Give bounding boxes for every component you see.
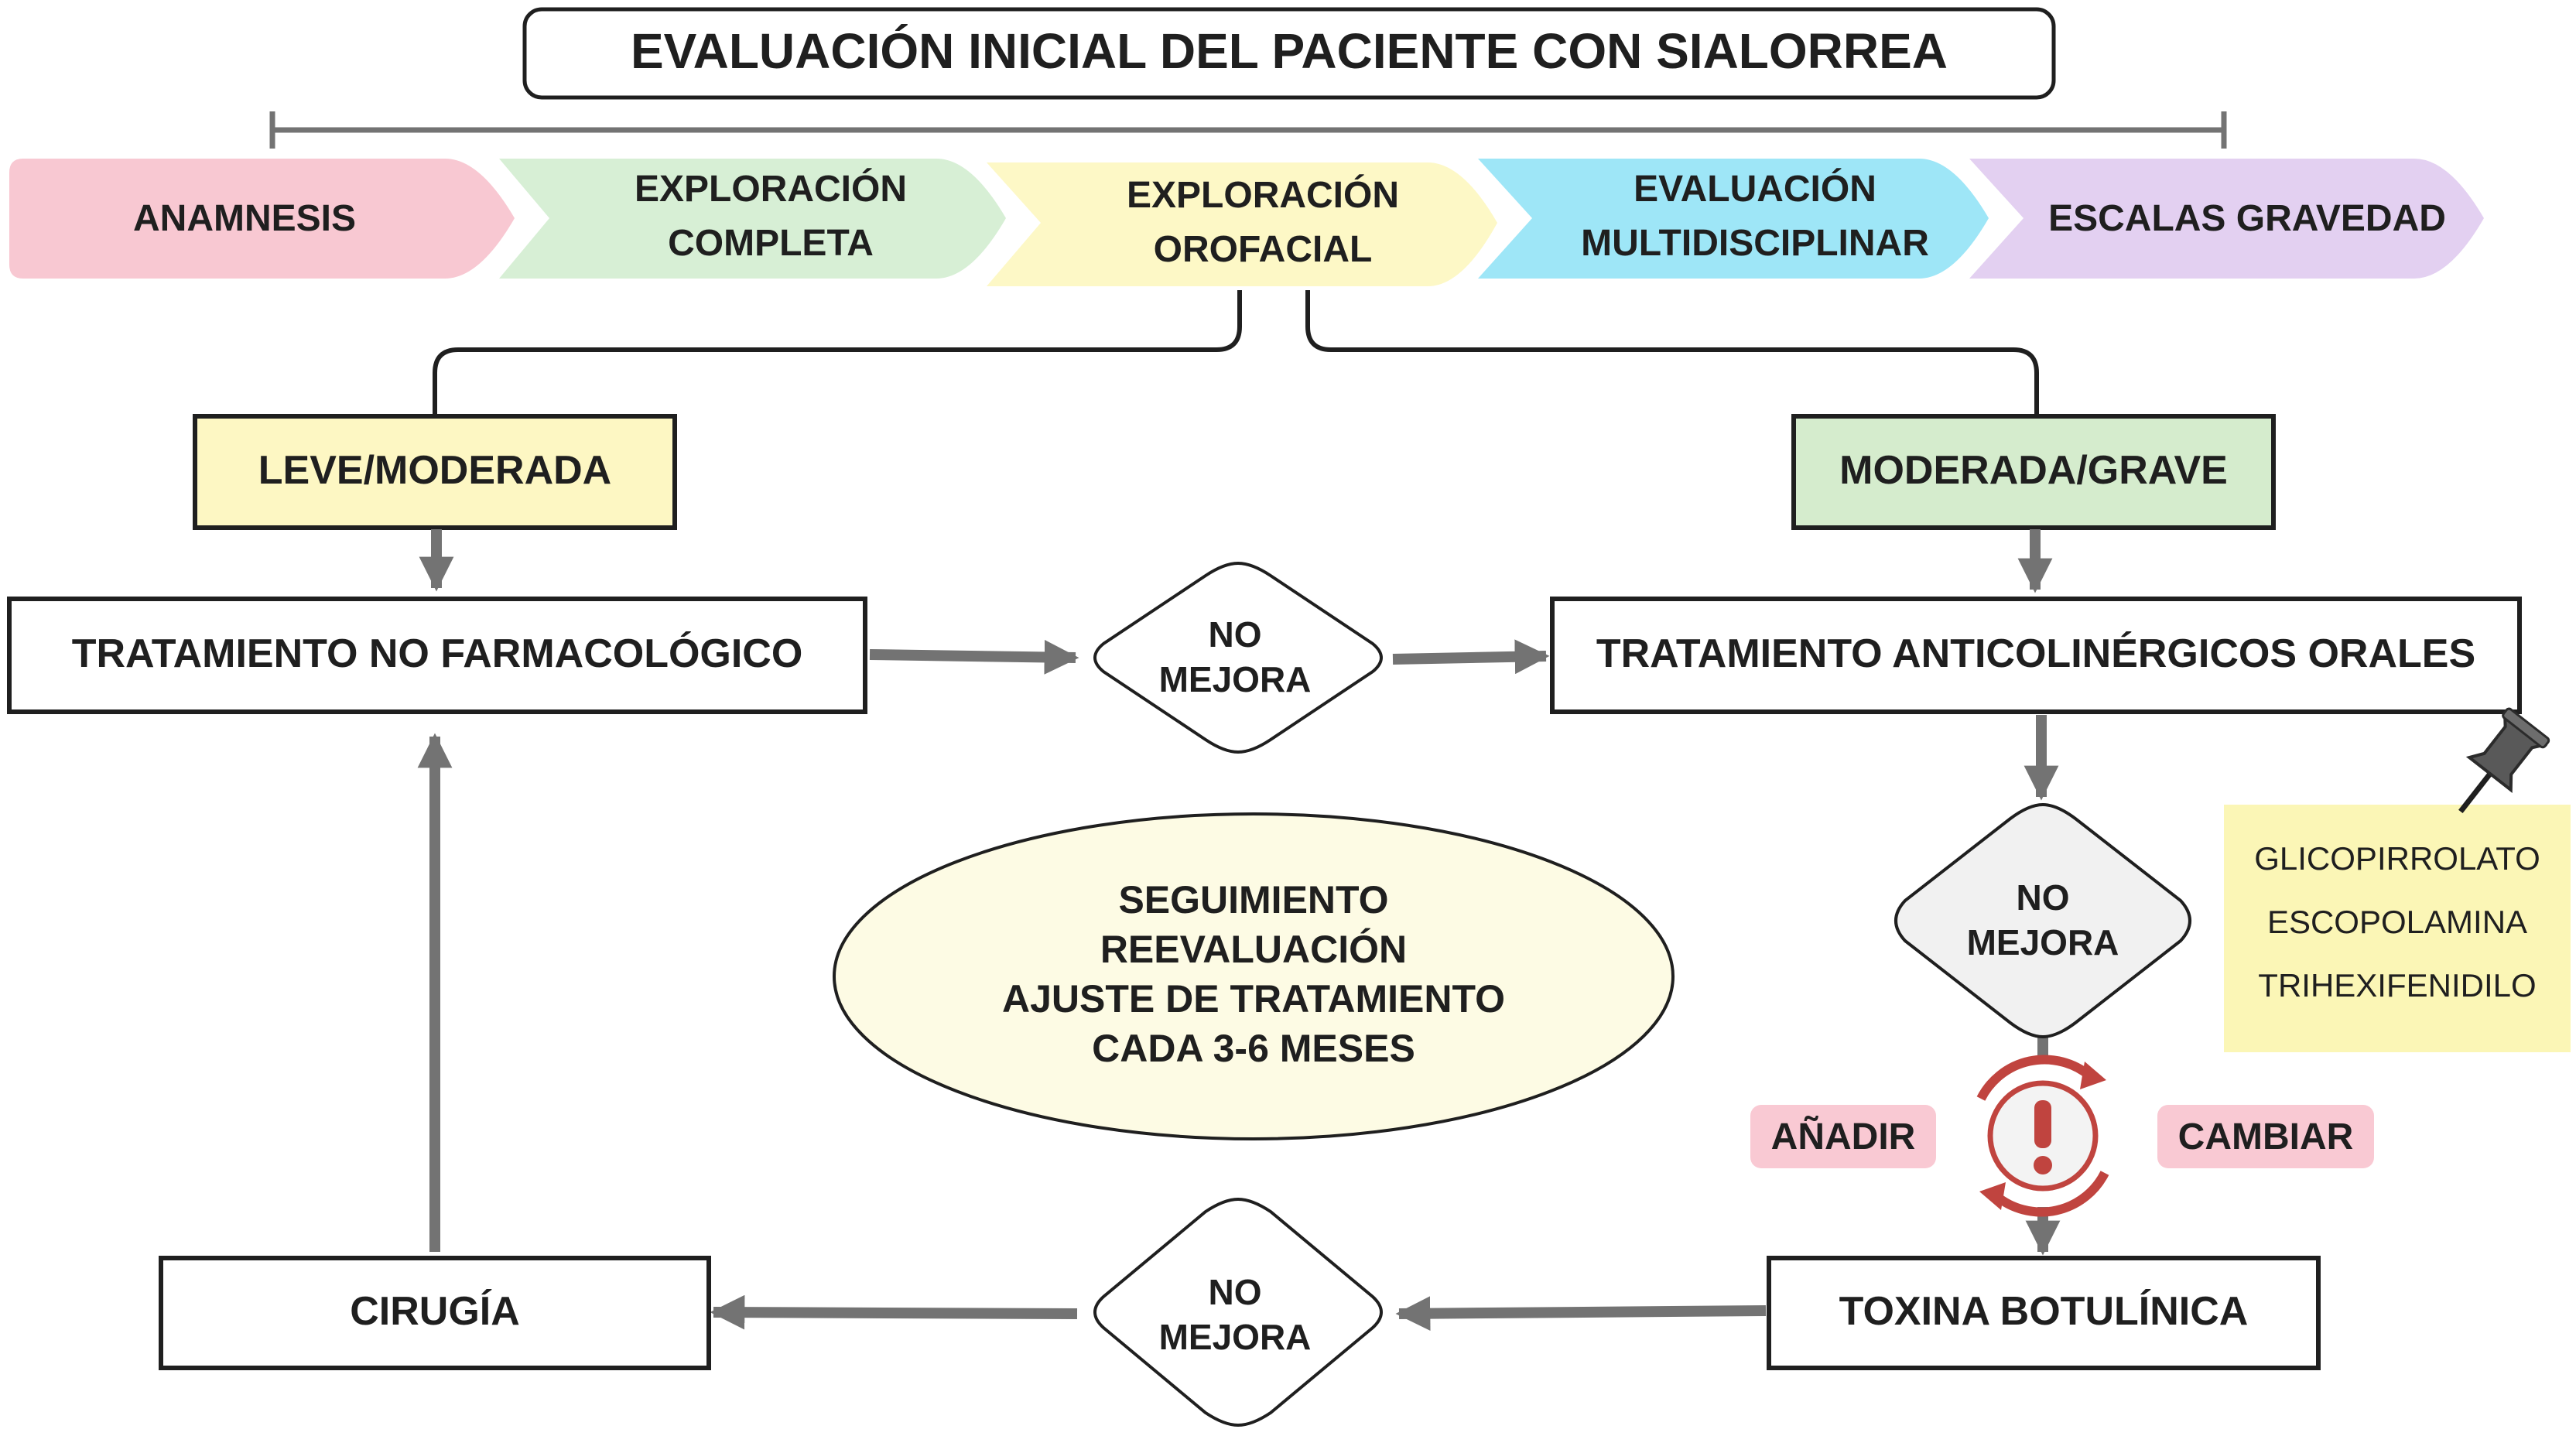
arrow-nonpharm-to-decision [869, 639, 1079, 675]
change-label: CAMBIAR [2178, 1116, 2354, 1157]
decision-label: NO [2017, 877, 2070, 918]
title-box: EVALUACIÓN INICIAL DEL PACIENTE CON SIAL… [522, 7, 2056, 100]
decision-label: NO [1209, 614, 1262, 655]
arrow-decision-to-anticholinergic [1392, 639, 1550, 675]
arrow-botox-to-decision [1395, 1296, 1767, 1332]
diagram-title: EVALUACIÓN INICIAL DEL PACIENTE CON SIAL… [631, 23, 1948, 79]
warning-cycle-icon [1976, 1055, 2109, 1217]
step-label: MULTIDISCIPLINAR [1581, 223, 1929, 264]
step-escalas-gravedad: ESCALAS GRAVEDAD [1969, 159, 2484, 279]
followup-line: AJUSTE DE TRATAMIENTO [1002, 977, 1505, 1021]
step-shape-anamnesis [9, 159, 515, 279]
nonpharm-label: TRATAMIENTO NO FARMACOLÓGICO [72, 631, 803, 676]
surgery-label: CIRUGÍA [350, 1289, 520, 1334]
drug-item: ESCOPOLAMINA [2267, 904, 2527, 940]
step-label: OROFACIAL [1154, 229, 1373, 270]
surgery-box: CIRUGÍA [159, 1256, 711, 1370]
branch-connector-left [433, 290, 1242, 415]
botox-box: TOXINA BOTULÍNICA [1767, 1256, 2321, 1370]
step-label: EXPLORACIÓN [635, 167, 907, 210]
step-shape-exploracion-orofacial [987, 162, 1497, 286]
step-label: EXPLORACIÓN [1127, 173, 1399, 216]
step-label: ANAMNESIS [133, 198, 356, 239]
pushpin-icon [2458, 707, 2550, 814]
severity-mild-label: LEVE/MODERADA [258, 448, 611, 493]
step-label: ESCALAS GRAVEDAD [2048, 198, 2446, 239]
severity-mild-box: LEVE/MODERADA [193, 414, 677, 530]
drug-item: GLICOPIRROLATO [2254, 840, 2540, 877]
change-pill: CAMBIAR [2157, 1105, 2374, 1168]
drug-item: TRIHEXIFENIDILO [2258, 967, 2536, 1003]
followup-line: SEGUIMIENTO [1118, 878, 1388, 921]
title-bracket [269, 111, 2227, 149]
decision-label: MEJORA [1159, 659, 1312, 699]
step-shape-exploracion-completa [499, 159, 1006, 279]
severity-severe-box: MODERADA/GRAVE [1791, 414, 2276, 530]
anticholinergic-box: TRATAMIENTO ANTICOLINÉRGICOS ORALES [1550, 597, 2522, 714]
step-shape-evaluacion-multidisciplinar [1478, 159, 1989, 279]
decision-diamond-bottom: NO MEJORA [1093, 1197, 1383, 1427]
decision-label: MEJORA [1967, 922, 2119, 962]
step-anamnesis: ANAMNESIS [9, 159, 515, 279]
branch-connector-right [1305, 290, 2039, 415]
decision-diamond-right: NO MEJORA [1894, 802, 2191, 1039]
drug-note: GLICOPIRROLATO ESCOPOLAMINA TRIHEXIFENID… [2224, 805, 2571, 1052]
nonpharm-box: TRATAMIENTO NO FARMACOLÓGICO [7, 597, 867, 714]
followup-line: CADA 3-6 MESES [1092, 1027, 1415, 1070]
step-shape-escalas-gravedad [1969, 159, 2484, 279]
arrow-decision-to-surgery [710, 1294, 1078, 1330]
add-pill: AÑADIR [1750, 1105, 1936, 1168]
add-label: AÑADIR [1771, 1115, 1916, 1157]
followup-ellipse: SEGUIMIENTO REEVALUACIÓN AJUSTE DE TRATA… [833, 812, 1675, 1140]
botox-label: TOXINA BOTULÍNICA [1839, 1289, 2249, 1334]
step-exploracion-orofacial: EXPLORACIÓN OROFACIAL [987, 162, 1497, 286]
step-exploracion-completa: EXPLORACIÓN COMPLETA [499, 159, 1006, 279]
severity-severe-label: MODERADA/GRAVE [1839, 448, 2228, 493]
followup-line: REEVALUACIÓN [1100, 928, 1407, 971]
step-label: COMPLETA [668, 223, 874, 264]
step-label: EVALUACIÓN [1634, 167, 1876, 210]
decision-diamond-top: NO MEJORA [1093, 561, 1383, 754]
decision-label: MEJORA [1159, 1317, 1312, 1357]
anticholinergic-label: TRATAMIENTO ANTICOLINÉRGICOS ORALES [1596, 631, 2475, 676]
step-evaluacion-multidisciplinar: EVALUACIÓN MULTIDISCIPLINAR [1478, 159, 1989, 279]
decision-label: NO [1209, 1272, 1262, 1312]
